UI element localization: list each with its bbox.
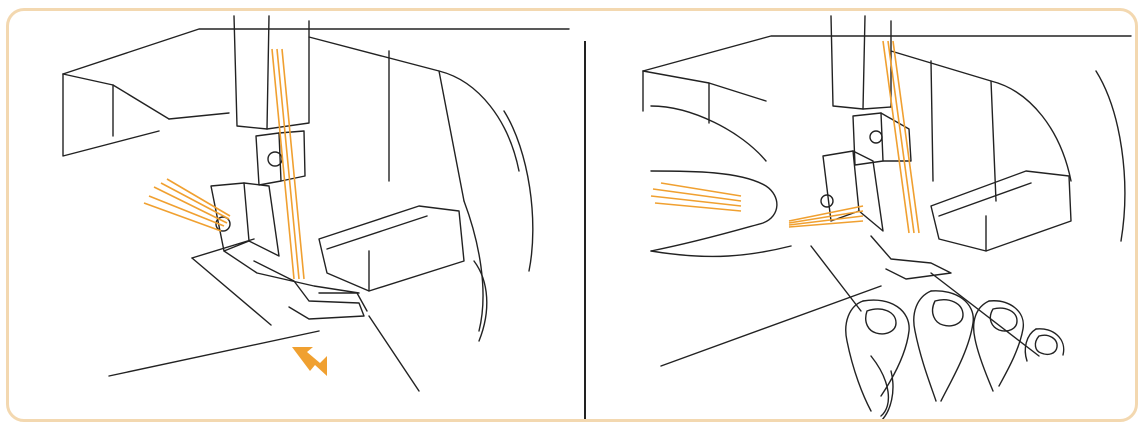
needle-housing bbox=[234, 16, 269, 129]
feed-arrow bbox=[292, 347, 327, 376]
presser-foot bbox=[254, 261, 364, 319]
fabric-feed-illustration bbox=[9, 11, 579, 422]
panel-divider bbox=[584, 41, 586, 421]
fabric-edge bbox=[661, 286, 881, 366]
right-hand bbox=[846, 291, 1064, 421]
fabric-edge bbox=[192, 239, 254, 258]
looper-cover bbox=[319, 206, 464, 291]
presser-foot bbox=[871, 236, 951, 279]
panel-fabric-feed bbox=[9, 11, 579, 422]
machine-body-outline bbox=[63, 29, 569, 74]
hold-threads-illustration bbox=[591, 11, 1138, 422]
needle-housing bbox=[831, 16, 865, 109]
presser-foot-shank bbox=[211, 183, 249, 251]
foot-screw bbox=[821, 195, 833, 207]
illustration-frame bbox=[6, 8, 1138, 422]
needle-screw bbox=[870, 131, 882, 143]
panel-hold-threads bbox=[591, 11, 1138, 422]
